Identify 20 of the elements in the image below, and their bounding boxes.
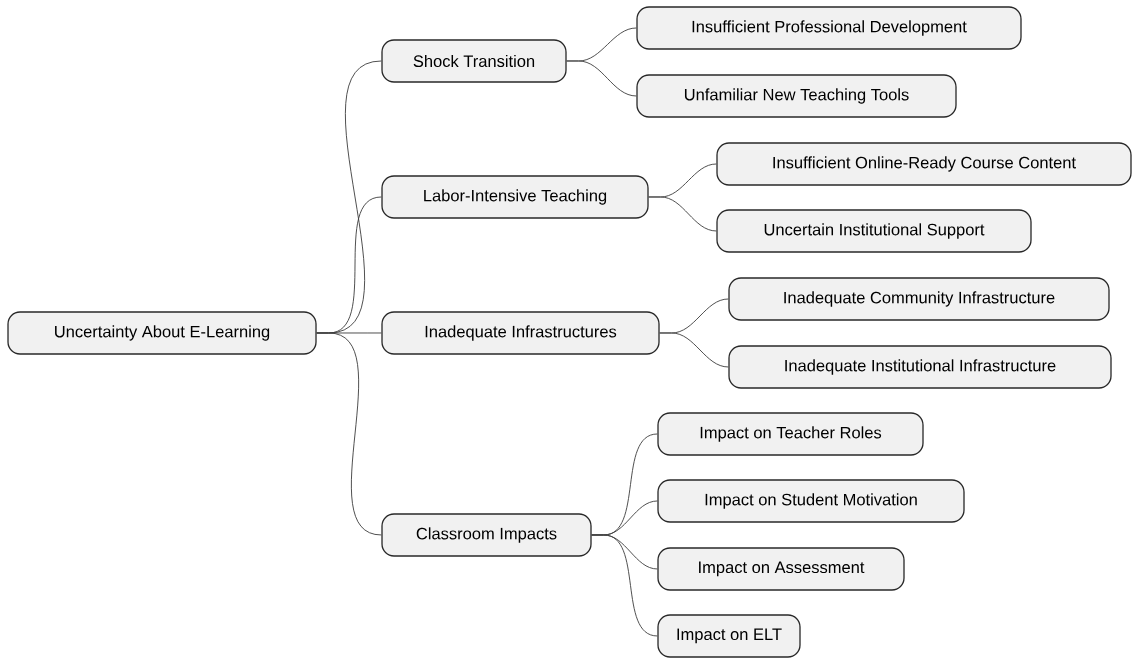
topic-box: Insufficient Online-Ready Course Content <box>716 142 1132 186</box>
connector <box>648 196 717 232</box>
connector <box>566 60 637 97</box>
topic-box: Inadequate Community Infrastructure <box>728 277 1110 321</box>
topic-box: Labor-Intensive Teaching <box>381 175 649 219</box>
topic-box: Classroom Impacts <box>381 513 592 557</box>
topic-box: Shock Transition <box>381 39 567 83</box>
topic-box: Inadequate Infrastructures <box>381 311 660 355</box>
connector <box>659 332 729 368</box>
topic-box: Impact on Teacher Roles <box>657 412 924 456</box>
topic-box: Insufficient Professional Development <box>636 6 1022 50</box>
topic-box: Impact on Assessment <box>657 547 905 591</box>
topic-box: Unfamiliar New Teaching Tools <box>636 74 957 118</box>
topic-box: Inadequate Institutional Infrastructure <box>728 345 1112 389</box>
topic-box: Impact on ELT <box>657 614 801 658</box>
topic-box: Uncertain Institutional Support <box>716 209 1032 253</box>
connector <box>591 534 658 637</box>
topic-box: Impact on Student Motivation <box>657 479 965 523</box>
topic-box: Uncertainty About E-Learning <box>7 311 317 355</box>
connector <box>316 332 382 536</box>
